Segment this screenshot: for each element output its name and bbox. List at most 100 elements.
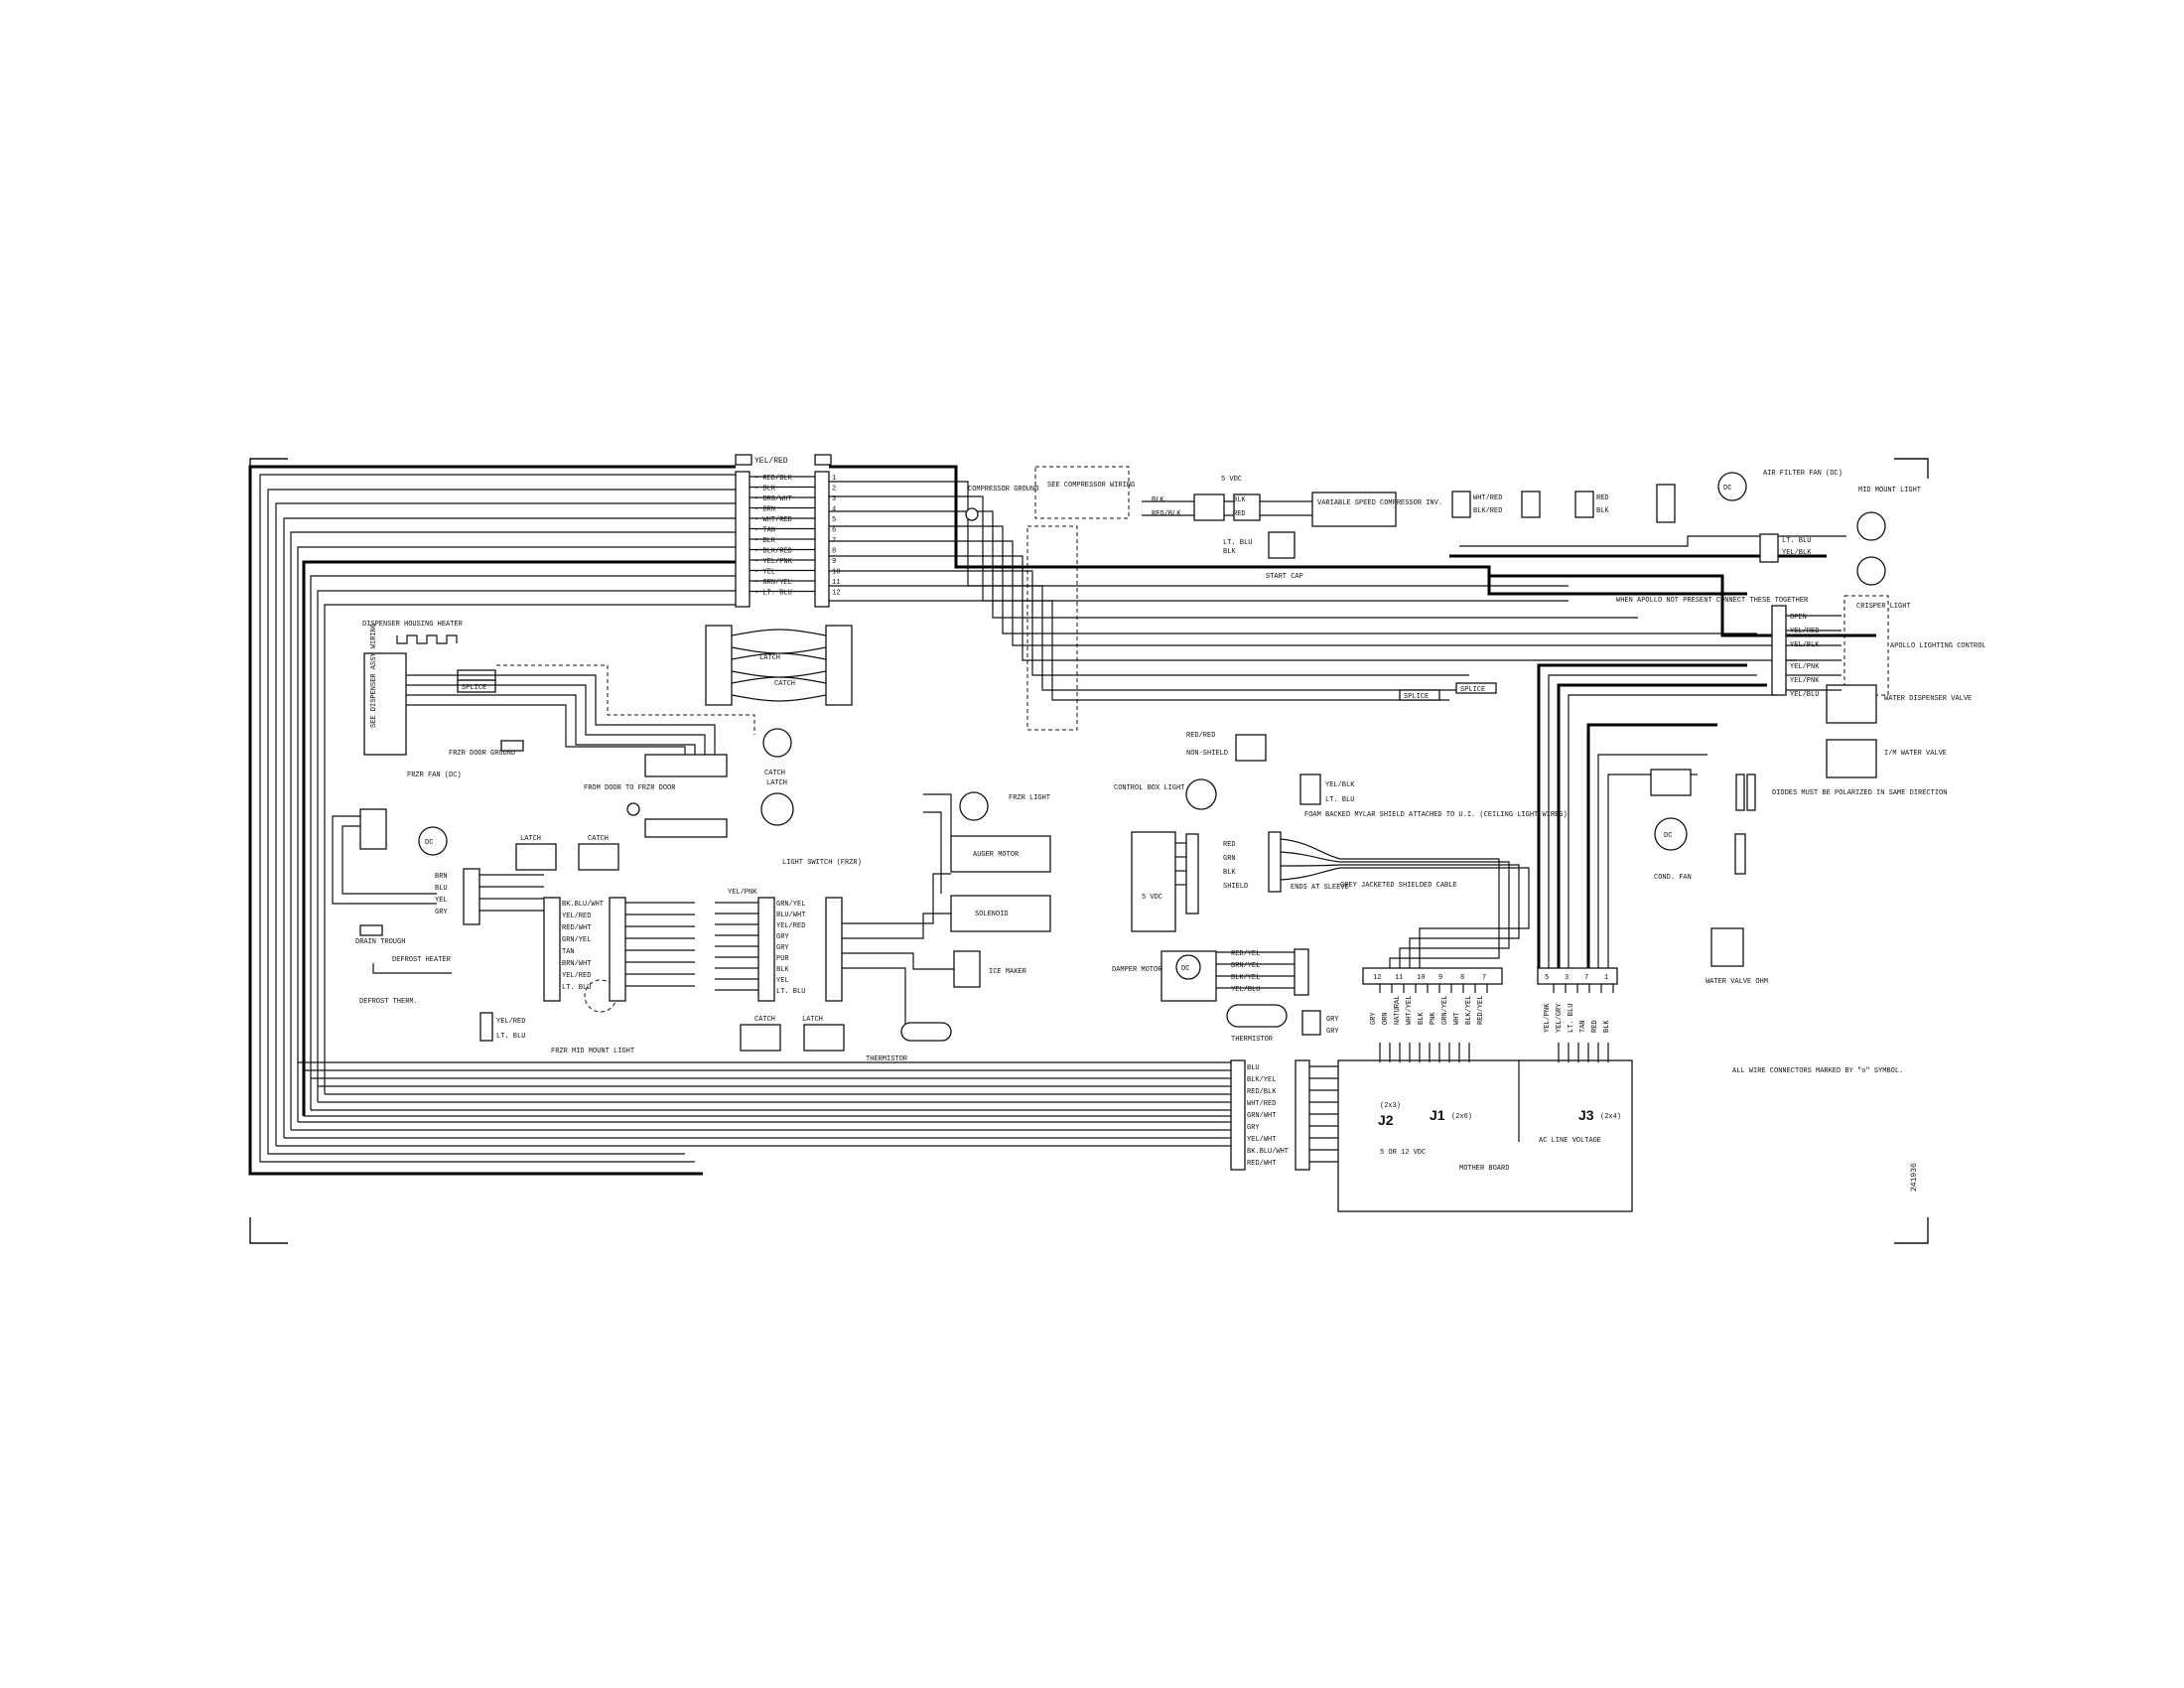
j1-wire-7: WHT	[1453, 1012, 1461, 1025]
j1-pin-0: 12	[1373, 974, 1381, 982]
svg-text:GRY: GRY	[1326, 1016, 1339, 1024]
svg-text:RED/RED: RED/RED	[1186, 732, 1215, 740]
svg-text:LT. BLU: LT. BLU	[1782, 537, 1811, 545]
j1-wire-4: BLK	[1418, 1012, 1426, 1025]
svg-text:YEL/RED: YEL/RED	[496, 1018, 525, 1026]
j3-pin-1: 3	[1565, 974, 1569, 982]
ice-maker-label: ICE MAKER	[989, 968, 1027, 976]
j1-wire-9: RED/YEL	[1477, 996, 1485, 1025]
control-box-light-label: CONTROL BOX LIGHT	[1114, 784, 1184, 792]
diodes-label: DIODES MUST BE POLARIZED IN SAME DIRECTI…	[1772, 789, 1947, 797]
svg-text:BLK: BLK	[1152, 496, 1164, 504]
mid-mount-light-label: MID MOUNT LIGHT	[1858, 487, 1921, 494]
svg-text:RED: RED	[1596, 494, 1609, 502]
mother-board-label: MOTHER BOARD	[1459, 1165, 1509, 1173]
water-valve-label: WATER DISPENSER VALVE	[1884, 695, 1972, 703]
j1-pin-5: 7	[1482, 974, 1486, 982]
j1-pin-4: 8	[1460, 974, 1464, 982]
top-wire-label-6: - BLK	[754, 537, 776, 545]
grey-jacketed-label: GREY JACKETED SHIELDED CABLE	[1340, 882, 1457, 890]
svg-text:LT. BLU: LT. BLU	[1325, 796, 1354, 804]
j1-size: (2x6)	[1451, 1113, 1472, 1121]
sw-wire-7: YEL	[776, 977, 789, 985]
control-box-group: RED/RED NON-SHIELD CONTROL BOX LIGHT YEL…	[1114, 732, 1568, 968]
top-wire-label-5: - TAN	[754, 527, 775, 535]
from-door-label: FROM DOOR TO FRZR DOOR	[584, 784, 676, 792]
right-bundle	[1537, 663, 1777, 968]
mid-wire-2: RED/WHT	[562, 924, 591, 932]
five-vdc-label: 5 VDC	[1221, 476, 1242, 484]
connectors-note: ALL WIRE CONNECTORS MARKED BY "o" SYMBOL…	[1732, 1067, 1903, 1075]
compressor-ground-label: COMPRESSOR GROUND	[968, 486, 1038, 493]
hinge-group: FROM DOOR TO FRZR DOOR LATCH CATCH	[515, 754, 728, 871]
catch-label-top: CATCH	[774, 680, 795, 688]
top-wire-label-10: - GRN/YEL	[754, 579, 792, 587]
fz-light-label: FRZR LIGHT	[1009, 794, 1050, 802]
left-mid-wire-2: YEL	[435, 897, 448, 905]
j2-wire-4: GRN/WHT	[1247, 1112, 1276, 1120]
top-pin-11: 12	[832, 590, 840, 598]
dispenser-group: DISPENSER HOUSING HEATER SEE DISPENSER A…	[362, 621, 755, 758]
left-mid-wire-0: BRN	[435, 873, 448, 881]
apollo-row-5: YEL/BLU	[1790, 691, 1819, 699]
j3-size: (2x4)	[1600, 1113, 1621, 1121]
latch-label-top: LATCH	[759, 654, 780, 662]
variable-speed-label: VARIABLE SPEED COMPRESSOR INV.	[1317, 499, 1442, 507]
control-wire-3: SHIELD	[1223, 883, 1248, 891]
j1-wire-3: WHT/YEL	[1406, 996, 1414, 1025]
top-pin-2: 3	[832, 495, 836, 503]
j3-wire-1: YEL/GRY	[1556, 1003, 1564, 1033]
left-mid-wire-3: GRY	[435, 909, 448, 916]
svg-text:LT. BLU: LT. BLU	[496, 1033, 525, 1041]
j1-wire-0: GRY	[1370, 1012, 1378, 1025]
sw-wire-3: GRY	[776, 933, 789, 941]
j3-pin-3: 1	[1604, 974, 1608, 982]
catch-round-label: CATCH	[764, 770, 785, 777]
j2-size: (2x3)	[1380, 1102, 1401, 1110]
top-pin-4: 5	[832, 516, 836, 524]
top-pin-7: 8	[832, 548, 836, 556]
j2-wire-8: RED/WHT	[1247, 1160, 1276, 1168]
svg-text:DC: DC	[1664, 832, 1672, 840]
catch-label-bottom: CATCH	[754, 1016, 775, 1024]
sw-wire-2: YEL/RED	[776, 922, 805, 930]
svg-text:BLK/RED: BLK/RED	[1473, 507, 1502, 515]
top-wire-label-8: - YEL/PNK	[754, 558, 793, 566]
control-wire-0: RED	[1223, 841, 1236, 849]
defrost-term-label: DEFROST THERM.	[359, 998, 418, 1006]
top-pin-5: 6	[832, 527, 836, 535]
doc-number: 241936	[1910, 1163, 1919, 1192]
j2-wire-1: BLK/YEL	[1247, 1076, 1276, 1084]
fz-fan-label: FRZR FAN (DC)	[407, 772, 462, 779]
svg-text:LT. BLU: LT. BLU	[1223, 539, 1252, 547]
compressor-group: COMPRESSOR GROUND SEE COMPRESSOR WIRING …	[965, 466, 1442, 731]
latch-label-bottom: LATCH	[802, 1016, 823, 1024]
mid-wire-0: BK.BLU/WHT	[562, 901, 604, 909]
thermistor-label-right: THERMISTOR	[1231, 1036, 1274, 1044]
im-valve-label: I/M WATER VALVE	[1884, 750, 1947, 758]
damper-wire-3: YEL/BLU	[1231, 986, 1260, 994]
j3-label: J3	[1578, 1107, 1594, 1123]
sw-wire-0: GRN/YEL	[776, 901, 805, 909]
j1-wire-2: NATURAL	[1394, 996, 1402, 1025]
j2-wire-5: GRY	[1247, 1124, 1260, 1132]
wire-label-top-0: YEL/RED	[754, 457, 788, 466]
thermistor-label-left: THERMISTOR	[866, 1055, 908, 1063]
mother-board: J2 (2x3) J1 (2x6) J3 (2x4) 5 OR 12 VDC M…	[1337, 1043, 1633, 1212]
svg-text:YEL/PNK: YEL/PNK	[728, 889, 757, 897]
sw-wire-4: GRY	[776, 944, 789, 952]
damper-motor-label: DAMPER MOTOR	[1112, 966, 1162, 974]
svg-text:SPLICE: SPLICE	[462, 684, 486, 692]
svg-text:YEL/BLK: YEL/BLK	[1782, 549, 1812, 557]
damper-group: DC DAMPER MOTOR RED/YELBRN/YELBLK/YELYEL…	[1112, 948, 1339, 1044]
left-mid-wire-1: BLU	[435, 885, 448, 893]
j3-wire-5: BLK	[1603, 1020, 1611, 1033]
j3-wire-0: YEL/PNK	[1544, 1003, 1552, 1033]
see-compressor-wiring-label: SEE COMPRESSOR WIRING	[1047, 482, 1135, 490]
j1-wire-5: PNK	[1430, 1012, 1437, 1025]
top-pin-3: 4	[832, 506, 836, 514]
mid-wire-5: BRN/WHT	[562, 960, 591, 968]
